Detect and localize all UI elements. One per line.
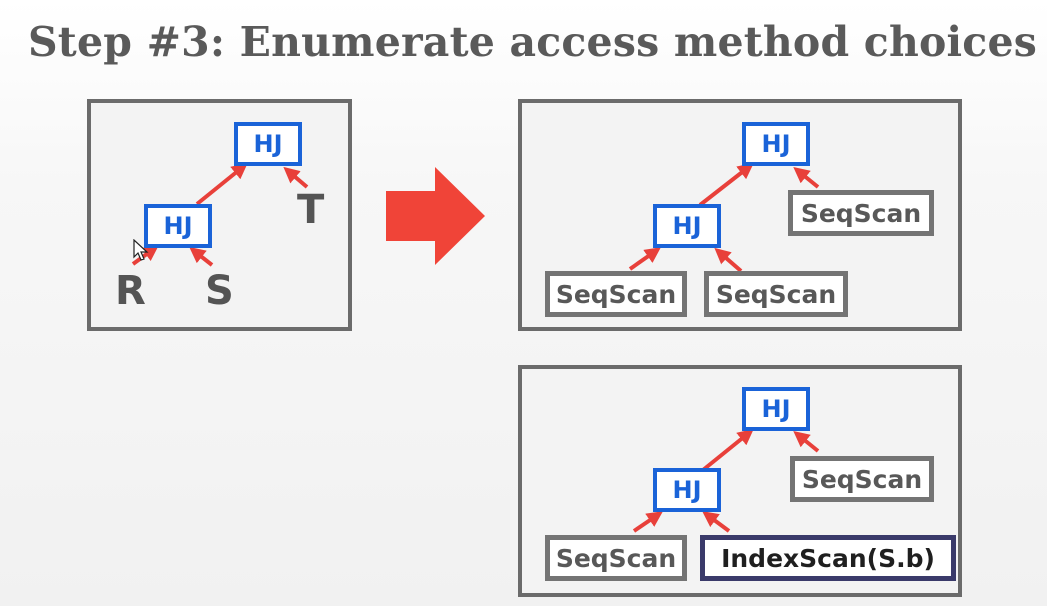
left-plan-panel — [87, 99, 352, 331]
slide-title: Step #3: Enumerate access method choices — [28, 18, 1038, 66]
leaf-t: T — [297, 187, 325, 233]
plan-a-right-seqscan: SeqScan — [788, 190, 934, 236]
plan-b-root-join-node: HJ — [742, 387, 810, 431]
edge-a-left-to-hj — [628, 247, 661, 271]
edge-s-to-hj — [189, 247, 214, 267]
edge-r-to-hj — [131, 245, 159, 266]
mouse-pointer-icon — [133, 239, 149, 261]
left-root-join-node: HJ — [234, 122, 302, 166]
plan-b-root-join-label: HJ — [746, 391, 806, 427]
plan-a-inner-join-node: HJ — [653, 204, 721, 248]
plan-a-mid-seqscan: SeqScan — [704, 271, 848, 317]
edge-a-hj-to-root — [698, 163, 754, 207]
edge-b-left-to-hj — [632, 511, 663, 533]
plan-b-left-seqscan: SeqScan — [545, 535, 687, 581]
edge-a-mid-to-hj — [714, 247, 743, 273]
plan-b-inner-join-label: HJ — [657, 472, 717, 508]
plan-b-inner-join-node: HJ — [653, 468, 721, 512]
plan-a-root-join-label: HJ — [746, 126, 806, 162]
leaf-r: R — [115, 268, 146, 314]
plan-b-index-scan: IndexScan(S.b) — [700, 535, 956, 581]
right-arrow-icon — [386, 167, 485, 265]
edge-b-hj-to-root — [701, 428, 754, 472]
edge-b-scan-to-root — [793, 430, 820, 453]
plan-a-left-seqscan: SeqScan — [545, 271, 687, 317]
edge-a-scan-to-root — [793, 166, 820, 189]
left-inner-join-label: HJ — [148, 208, 208, 244]
edge-hj-to-root — [195, 162, 248, 206]
plan-a-inner-join-label: HJ — [657, 208, 717, 244]
edge-t-to-root — [283, 166, 309, 189]
plan-b-right-seqscan: SeqScan — [790, 456, 934, 502]
leaf-s: S — [205, 268, 234, 314]
left-root-join-label: HJ — [238, 126, 298, 162]
edge-b-mid-to-hj — [702, 511, 731, 533]
left-inner-join-node: HJ — [144, 204, 212, 248]
plan-a-root-join-node: HJ — [742, 122, 810, 166]
